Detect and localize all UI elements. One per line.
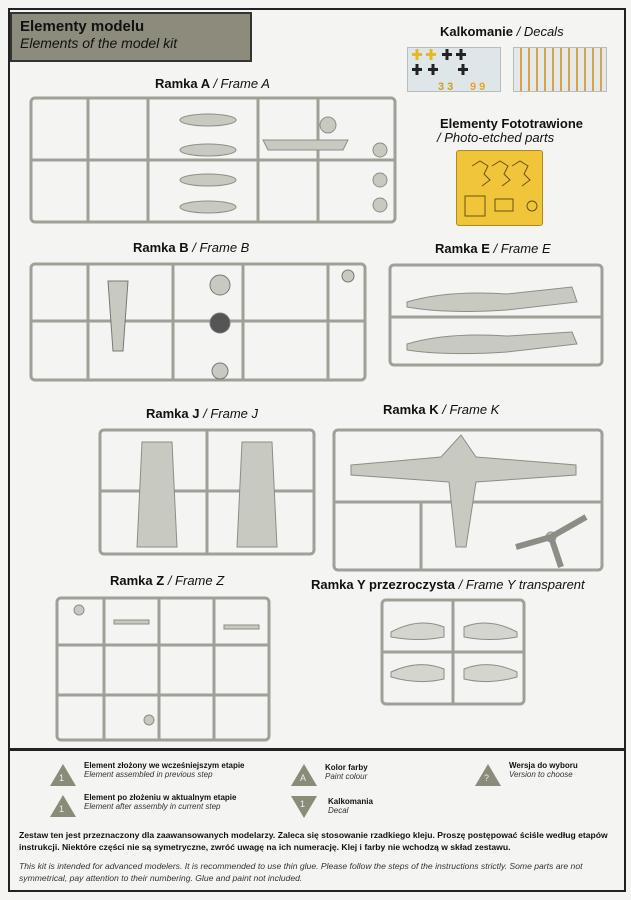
frame-z-title: Ramka Z / Frame Z — [110, 573, 224, 588]
frame-a-sprue — [29, 96, 397, 224]
frame-y-title-en: / Frame Y transparent — [458, 577, 585, 592]
legend-en: Version to choose — [509, 770, 573, 779]
paint-colour-triangle-icon: A — [291, 764, 317, 786]
photoetch-title-en: / Photo-etched parts — [437, 130, 555, 145]
frame-a-title-pl: Ramka A — [155, 76, 210, 91]
legend-separator — [8, 748, 626, 751]
balkenkreuz-icons: 3 3 9 9 — [412, 49, 485, 93]
frame-b-title-pl: Ramka B — [133, 240, 189, 255]
legend-en: Paint colour — [325, 772, 368, 781]
header-title-pl: Elementy modelu — [20, 18, 145, 35]
decals-title: Kalkomanie / Decals — [440, 24, 564, 39]
legend-en: Element after assembly in current step — [84, 802, 221, 811]
frame-z-title-en: / Frame Z — [167, 573, 225, 588]
legend-symbol: A — [300, 773, 307, 783]
frame-k-sprue — [332, 428, 604, 572]
legend-pl: Kalkomania — [328, 797, 373, 806]
svg-text:3 3: 3 3 — [438, 81, 453, 93]
frame-k-title-pl: Ramka K — [383, 402, 439, 417]
photoetch-title-pl: Elementy Fototrawione — [440, 116, 584, 131]
frame-b-title: Ramka B / Frame B — [133, 240, 249, 255]
frame-a-title: Ramka A / Frame A — [155, 76, 270, 91]
frame-k-title: Ramka K / Frame K — [383, 402, 499, 417]
photoetch-fret — [456, 150, 543, 226]
frame-y-title: Ramka Y przezroczysta / Frame Y transpar… — [311, 577, 585, 592]
legend-pl: Element po złożeniu w aktualnym etapie — [84, 793, 237, 802]
frame-j-title-en: / Frame J — [203, 406, 259, 421]
legend-symbol: 1 — [59, 773, 65, 783]
header-box: Elementy modelu Elements of the model ki… — [10, 12, 252, 62]
notes-en: This kit is intended for advanced modele… — [19, 861, 583, 883]
legend-symbol: 1 — [300, 799, 306, 809]
frame-a-title-en: / Frame A — [213, 76, 270, 91]
decal-sheet-2 — [513, 47, 607, 92]
legend-pl: Wersja do wyboru — [509, 761, 578, 770]
frame-b-sprue — [29, 262, 367, 382]
decal-sheet-1: 3 3 9 9 — [407, 47, 501, 93]
legend-pl: Element złożony we wcześniejszym etapie — [84, 761, 245, 770]
frame-z-title-pl: Ramka Z — [110, 573, 165, 588]
frame-j-sprue — [98, 428, 316, 556]
frame-e-sprue — [388, 263, 604, 367]
current-step-triangle-icon: 1 — [50, 795, 76, 817]
decals-title-pl: Kalkomanie — [440, 24, 513, 39]
page-border — [8, 8, 626, 892]
frame-k-title-en: / Frame K — [442, 402, 500, 417]
frame-b-title-en: / Frame B — [192, 240, 250, 255]
frame-y-title-pl: Ramka Y przezroczysta — [311, 577, 456, 592]
frame-y-sprue — [380, 598, 526, 706]
legend-pl: Kolor farby — [325, 763, 368, 772]
header-title-en: Elements of the model kit — [20, 35, 178, 51]
decal-triangle-icon: 1 — [291, 796, 317, 818]
legend-symbol: ? — [484, 773, 490, 783]
notes-pl: Zestaw ten jest przeznaczony dla zaawans… — [19, 830, 608, 852]
frame-e-title: Ramka E / Frame E — [435, 241, 551, 256]
frame-e-title-en: / Frame E — [493, 241, 551, 256]
frame-j-title: Ramka J / Frame J — [146, 406, 258, 421]
frame-e-title-pl: Ramka E — [435, 241, 490, 256]
legend-en: Decal — [328, 806, 349, 815]
decals-title-en: / Decals — [516, 24, 564, 39]
frame-z-sprue — [55, 596, 271, 742]
legend-en: Element assembled in previous step — [84, 770, 213, 779]
frame-j-title-pl: Ramka J — [146, 406, 200, 421]
svg-text:9 9: 9 9 — [470, 81, 485, 93]
legend-symbol: 1 — [59, 804, 65, 814]
previous-step-triangle-icon: 1 — [50, 764, 76, 786]
version-triangle-icon: ? — [475, 764, 501, 786]
